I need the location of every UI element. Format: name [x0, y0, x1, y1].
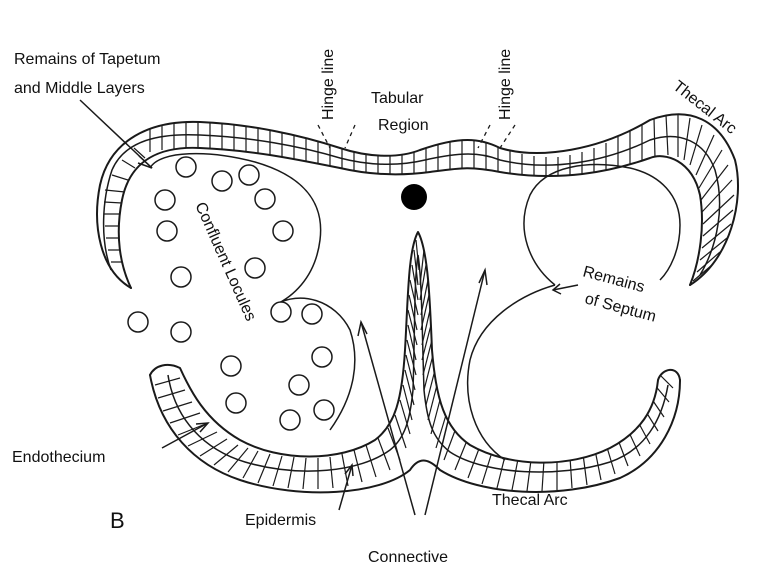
label-remains-tapetum-1: Remains of Tapetum	[14, 51, 160, 68]
label-thecal-arc-top: Thecal Arc	[670, 78, 740, 138]
label-tabular-2: Region	[378, 117, 429, 134]
label-remains-tapetum-2: and Middle Layers	[14, 80, 145, 97]
label-thecal-arc-bottom: Thecal Arc	[492, 492, 568, 509]
label-endothecium: Endothecium	[12, 449, 105, 466]
label-connective: Connective	[368, 549, 448, 566]
label-hinge-line-left: Hinge line	[320, 49, 337, 120]
vascular-bundle-dot	[401, 184, 427, 210]
label-tabular-1: Tabular	[371, 90, 424, 107]
label-hinge-line-right: Hinge line	[497, 49, 514, 120]
label-epidermis: Epidermis	[245, 512, 316, 529]
label-remains-septum-2: of Septum	[583, 290, 658, 325]
label-panel-b: B	[110, 508, 125, 533]
